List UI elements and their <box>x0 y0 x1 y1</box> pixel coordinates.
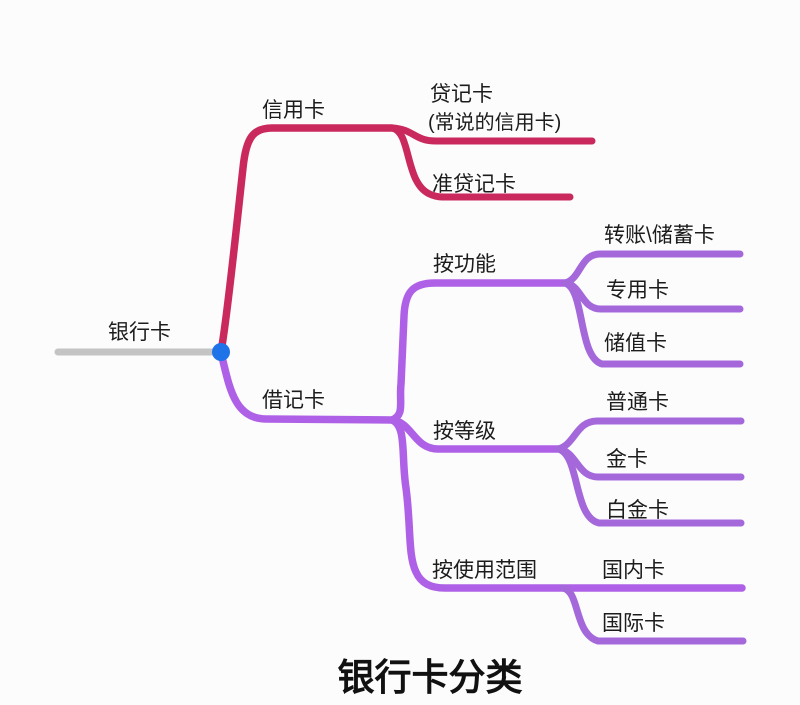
root-junction-dot <box>212 343 230 361</box>
node-special-card-label: 专用卡 <box>606 279 669 302</box>
node-transfer-card-label: 转账\储蓄卡 <box>604 224 715 247</box>
credit-child-zhundaijika-line <box>388 124 574 201</box>
node-gold-card-label: 金卡 <box>606 448 648 471</box>
node-international-card-label: 国际卡 <box>602 612 665 635</box>
node-ordinary-card-label: 普通卡 <box>606 391 669 414</box>
node-debit-label: 借记卡 <box>262 389 325 412</box>
node-platinum-card-label: 白金卡 <box>606 499 669 522</box>
scope-child-international-line <box>559 584 747 645</box>
diagram-title: 银行卡分类 <box>338 657 523 698</box>
node-root-label: 银行卡 <box>108 321 171 344</box>
debit-branch-line <box>217 349 396 424</box>
group-scope-line <box>388 416 746 592</box>
credit-branch-line <box>217 124 396 356</box>
node-daijika-label: 贷记卡 <box>430 83 493 106</box>
node-zhundaijika-label: 准贷记卡 <box>432 173 516 196</box>
node-storedvalue-card-label: 储值卡 <box>604 332 667 355</box>
node-function-label: 按功能 <box>433 253 496 276</box>
function-child-storedvalue-line <box>561 279 744 368</box>
group-function-line <box>388 279 569 424</box>
level-child-platinum-line <box>554 445 745 527</box>
node-scope-label: 按使用范围 <box>432 559 537 582</box>
level-child-ordinary-line <box>554 417 745 453</box>
level-child-gold-line <box>554 445 745 481</box>
node-domestic-card-label: 国内卡 <box>602 559 665 582</box>
node-credit-label: 信用卡 <box>262 99 325 122</box>
node-level-label: 按等级 <box>433 420 496 443</box>
node-daijika-sublabel: (常说的信用卡) <box>428 111 561 134</box>
